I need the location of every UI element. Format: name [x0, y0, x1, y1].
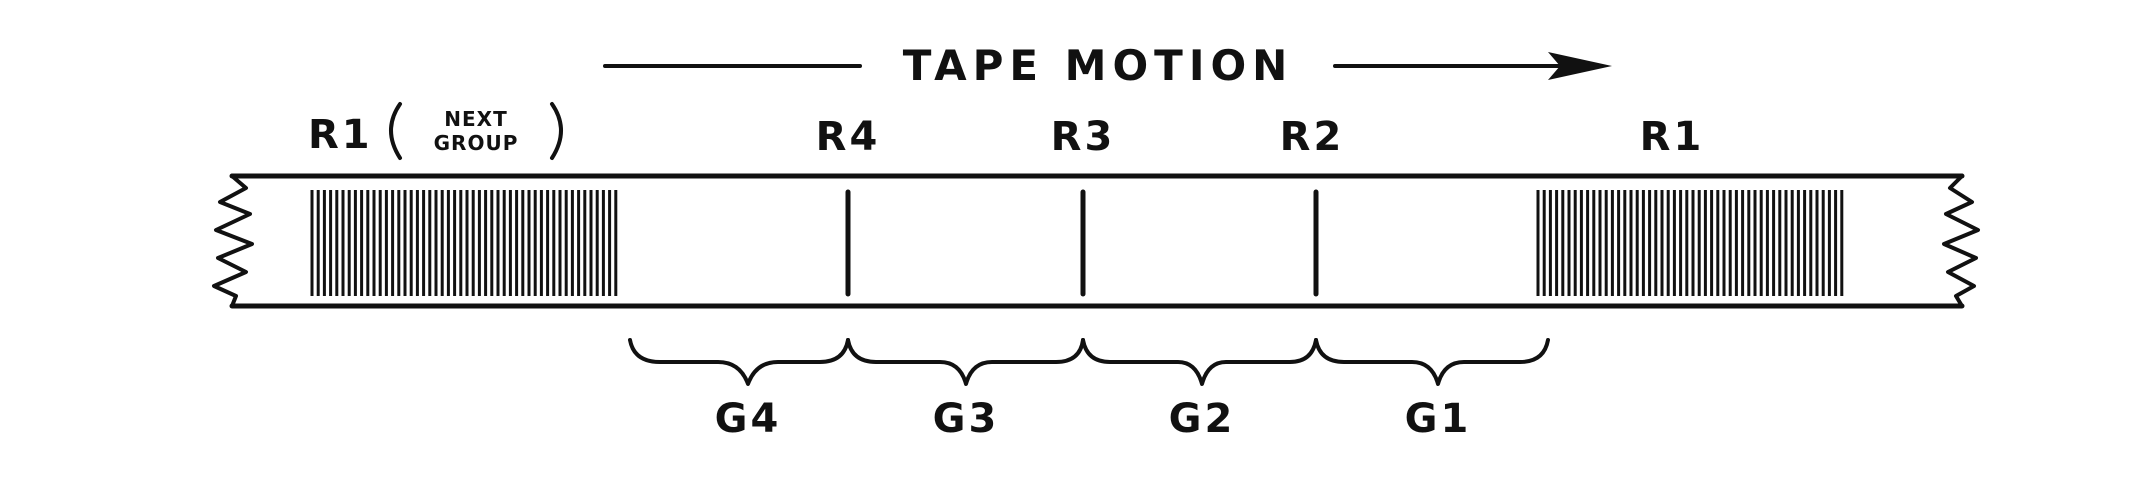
- left-paren: [389, 102, 402, 160]
- gap-label-g4: G4: [715, 396, 782, 442]
- next-group-note-line1: NEXT: [444, 107, 507, 131]
- tape-torn-end-left: [212, 174, 254, 308]
- right-paren: [550, 102, 563, 160]
- gap-label-g3: G3: [933, 396, 1000, 442]
- magnetic-tape: [212, 173, 1980, 309]
- record-label-r1-next-group: R1: [308, 112, 373, 158]
- tape-motion-label: TAPE MOTION: [903, 41, 1294, 90]
- record-label-r1: R1: [1640, 114, 1705, 160]
- tape-motion-arrow: [603, 52, 1612, 80]
- gap-label-g1: G1: [1405, 396, 1472, 442]
- gap-brace-g3: [846, 338, 1085, 386]
- gap-brace-g4: [628, 338, 850, 386]
- arrow-head-icon: [1548, 52, 1612, 80]
- record-block-r1: [1536, 190, 1844, 296]
- tape-torn-end-right: [1942, 174, 1980, 308]
- record-label-r3: R3: [1051, 114, 1116, 160]
- record-label-r2: R2: [1280, 114, 1345, 160]
- gap-brace-g2: [1081, 338, 1318, 386]
- gap-label-g2: G2: [1169, 396, 1236, 442]
- gap-brace-g1: [1314, 338, 1550, 386]
- next-group-note-line2: GROUP: [434, 131, 519, 155]
- record-label-r4: R4: [816, 114, 881, 160]
- record-block-r1-next-group: [310, 190, 618, 296]
